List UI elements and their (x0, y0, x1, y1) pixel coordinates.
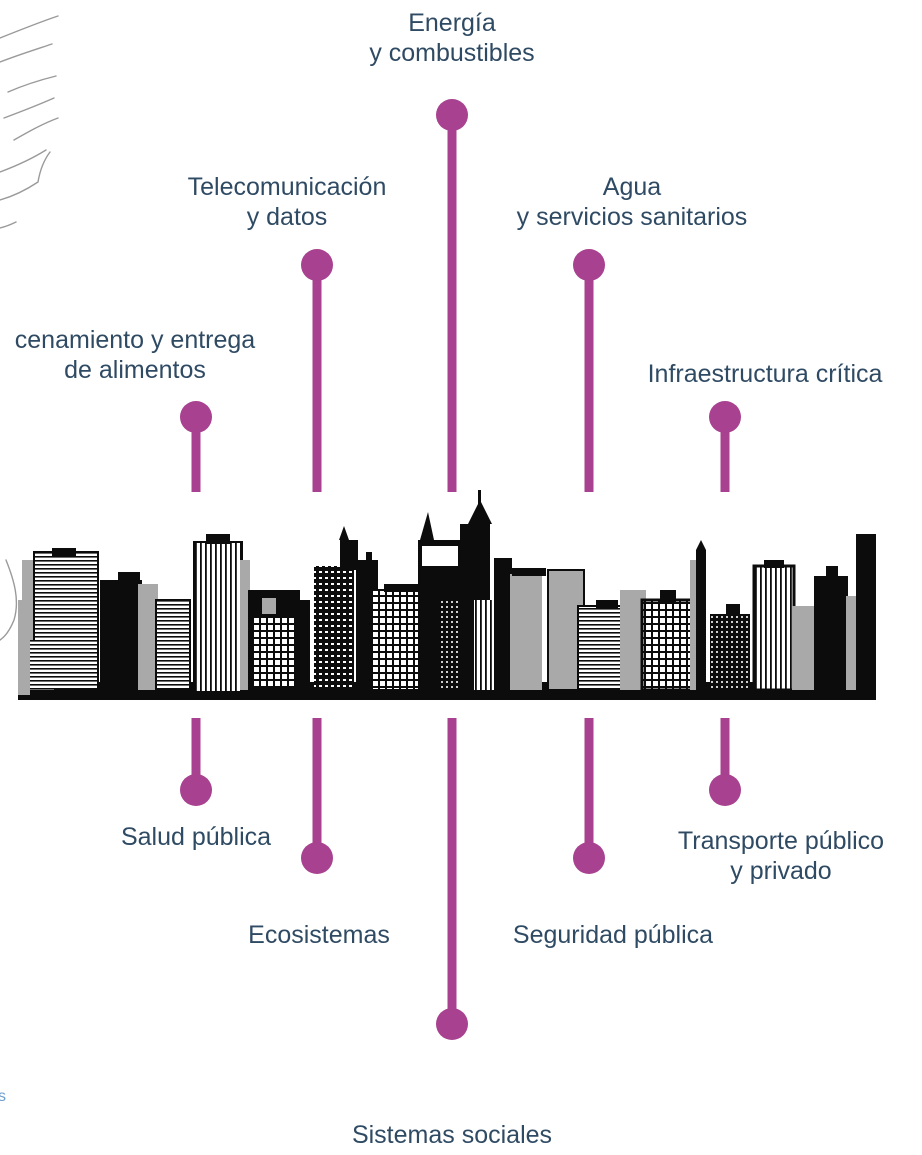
label-energia: Energía y combustibles (352, 8, 552, 68)
label-infraestructura-line1: Infraestructura crítica (647, 360, 883, 388)
label-ecosistemas-line1: Ecosistemas (248, 921, 390, 949)
label-seguridad-line1: Seguridad pública (512, 921, 714, 949)
label-sociales: Sistemas sociales (312, 1120, 592, 1150)
label-sociales-line1: Sistemas sociales (351, 1121, 553, 1149)
label-energia-line1: Energía (408, 9, 496, 37)
connector-transporte-dot (709, 774, 741, 806)
label-alimentos-line2: de alimentos (64, 356, 206, 384)
label-telecom-line1: Telecomunicación (187, 173, 387, 201)
connector-seguridad-dot (573, 842, 605, 874)
label-transporte-line2: y privado (730, 857, 832, 885)
label-agua-line2: y servicios sanitarios (516, 203, 748, 231)
label-agua: Agua y servicios sanitarios (472, 172, 792, 232)
label-alimentos: cenamiento y entrega de alimentos (0, 325, 300, 385)
connector-salud-dot (180, 774, 212, 806)
label-agua-line1: Agua (602, 173, 662, 201)
label-ecosistemas: Ecosistemas (212, 920, 426, 950)
connector-alimentos-dot (180, 401, 212, 433)
label-salud-line1: Salud pública (120, 823, 272, 851)
connector-energia-dot (436, 99, 468, 131)
corner-text-fragment: s (0, 1088, 6, 1105)
connector-sociales-dot (436, 1008, 468, 1040)
connector-agua-dot (573, 249, 605, 281)
label-energia-line2: y combustibles (369, 39, 535, 67)
connector-infraestructura-dot (709, 401, 741, 433)
connector-ecosistemas-dot (301, 842, 333, 874)
label-transporte-line1: Transporte público (677, 827, 885, 855)
label-salud: Salud pública (86, 822, 306, 852)
label-seguridad: Seguridad pública (482, 920, 744, 950)
connector-telecom-dot (301, 249, 333, 281)
label-infraestructura: Infraestructura crítica (608, 359, 922, 389)
label-alimentos-line1: cenamiento y entrega (14, 326, 256, 354)
label-telecom-line2: y datos (246, 203, 328, 231)
label-transporte: Transporte público y privado (640, 826, 922, 886)
label-telecom: Telecomunicación y datos (152, 172, 422, 232)
